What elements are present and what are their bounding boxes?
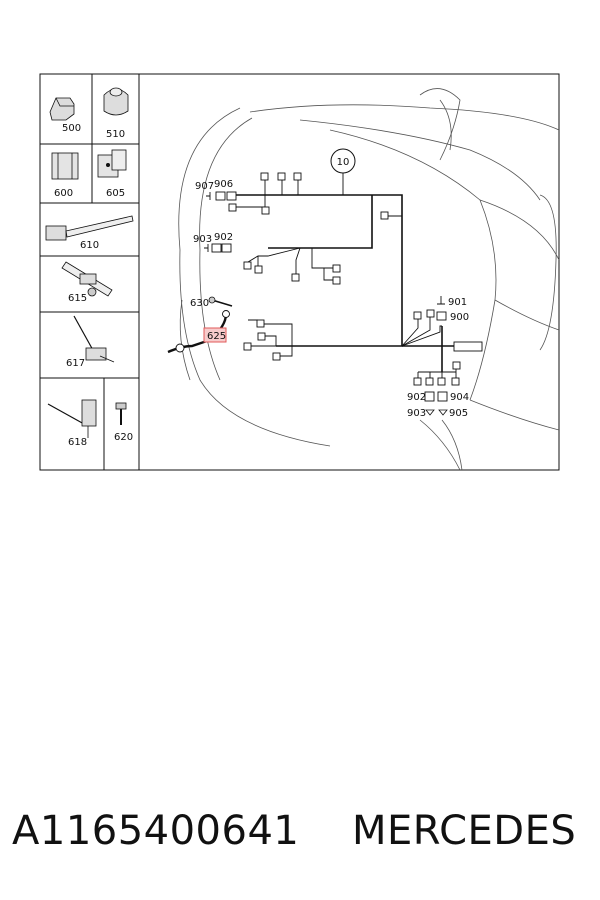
cable-tie-610-icon[interactable]: 610 [45,215,134,251]
connector-901[interactable]: 901 [437,296,467,308]
label-630: 630 [190,298,209,309]
label-906: 906 [214,179,233,190]
part-label-600: 600 [54,188,73,199]
label-902-right: 902 [407,392,426,403]
connector-902-right[interactable]: 902 [407,391,435,403]
part-label-500: 500 [62,123,81,134]
harness-10[interactable]: 10 [228,148,483,386]
diagram-frame [39,73,560,471]
ground-bolt-630[interactable]: 630 [190,296,233,309]
part-label-605: 605 [106,188,125,199]
connector-905[interactable]: 905 [438,408,468,419]
clip-500-icon[interactable]: 500 [49,97,81,134]
label-907: 907 [195,181,214,192]
callout-10-label: 10 [337,157,350,168]
label-903-left: 903 [193,234,212,245]
part-label-620: 620 [114,432,133,443]
car-outline [178,88,560,471]
part-number: A1165400641 [12,808,300,854]
clamp-615-icon[interactable]: 615 [61,261,113,304]
holder-618-icon[interactable]: 618 [47,399,97,448]
part-label-510: 510 [106,129,125,140]
label-902-left: 902 [214,232,233,243]
brand-name: MERCEDES [352,808,577,854]
clip-600-icon[interactable]: 600 [51,152,79,199]
part-label-618: 618 [68,437,87,448]
highlight-625-box[interactable] [203,327,227,343]
connector-group-907-906[interactable]: 907 906 [195,179,237,201]
label-901: 901 [448,297,467,308]
part-label-617: 617 [66,358,85,369]
screw-620-icon[interactable]: 620 [114,402,133,443]
footer: A1165400641 MERCEDES [0,796,600,866]
grommet-510-icon[interactable]: 510 [103,87,129,140]
connector-903-right[interactable]: 903 [407,408,435,419]
part-label-615: 615 [68,293,87,304]
ground-cable-625[interactable]: 625 [167,310,230,354]
label-905: 905 [449,408,468,419]
label-903-right: 903 [407,408,426,419]
bracket-605-icon[interactable]: 605 [97,149,127,199]
connector-group-903-902[interactable]: 903 902 [193,232,233,253]
connector-900[interactable]: 900 [436,311,469,323]
connector-904[interactable]: 904 [437,391,469,403]
part-label-610: 610 [80,240,99,251]
label-900: 900 [450,312,469,323]
label-904: 904 [450,392,469,403]
label-625: 625 [207,331,226,342]
holder-617-icon[interactable]: 617 [66,315,115,369]
parts-panel [40,74,140,470]
wiring-harness-diagram: 500 510 600 605 610 615 617 618 [39,73,560,471]
